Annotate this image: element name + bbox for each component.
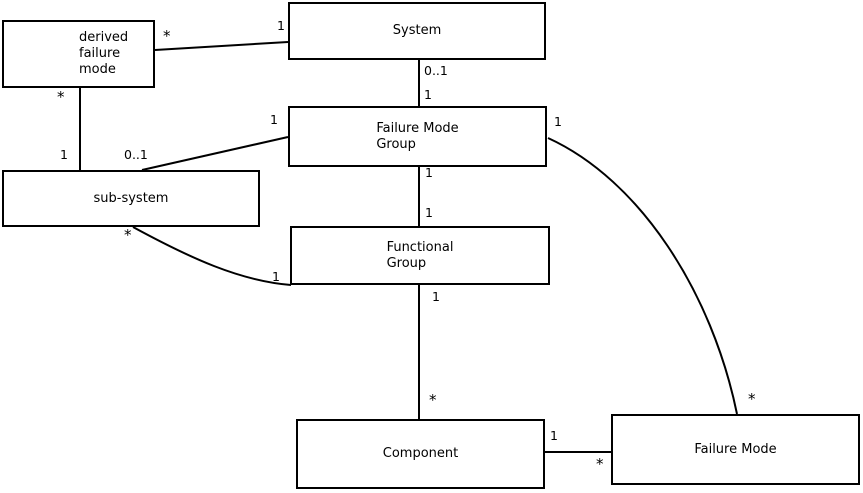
multiplicity-label-m-fm-component-star: * — [596, 455, 604, 473]
multiplicity-label-m-fmg-system-one: 1 — [424, 87, 432, 102]
association-sub-system--failure-mode-group — [141, 136, 289, 171]
class-box-component[interactable]: Component — [296, 419, 545, 489]
class-box-derived-failure-mode[interactable]: derived failure mode — [2, 20, 155, 88]
multiplicity-label-m-subsystem-fmg-zeroone: 0..1 — [124, 147, 148, 162]
multiplicity-label-m-subsystem-dfm-one: 1 — [60, 147, 68, 162]
multiplicity-label-m-fg-component-one: 1 — [432, 289, 440, 304]
class-box-label: Component — [382, 446, 459, 461]
class-box-label: Failure Mode — [694, 441, 777, 457]
class-box-label: System — [392, 23, 442, 38]
multiplicity-label-m-system-fmg-zeroone: 0..1 — [424, 63, 448, 78]
multiplicity-label-m-fg-fmg-one: 1 — [425, 205, 433, 220]
multiplicity-label-m-fmg-fg-one: 1 — [425, 165, 433, 180]
class-box-failure-mode-group[interactable]: Failure Mode Group — [288, 106, 547, 167]
class-box-label: Functional Group — [386, 239, 454, 271]
class-box-functional-group[interactable]: Functional Group — [290, 226, 550, 285]
multiplicity-label-m-fm-fmg-star: * — [748, 390, 756, 408]
multiplicity-label-m-dfm-system-star: * — [163, 27, 171, 45]
association-sub-system--functional-group — [132, 226, 292, 286]
multiplicity-label-m-fmg-subsystem-one: 1 — [270, 112, 278, 127]
multiplicity-label-m-subsystem-fg-star: * — [124, 226, 132, 244]
multiplicity-label-m-fg-subsystem-one: 1 — [272, 269, 280, 284]
multiplicity-label-m-component-fg-star: * — [429, 391, 437, 409]
class-box-system[interactable]: System — [288, 2, 546, 60]
association-failure-mode-group--failure-mode — [547, 137, 738, 415]
class-box-failure-mode[interactable]: Failure Mode — [611, 414, 860, 485]
class-box-sub-system[interactable]: sub-system — [2, 170, 260, 227]
multiplicity-label-m-fmg-fm-one: 1 — [554, 114, 562, 129]
multiplicity-label-m-system-dfm-one: 1 — [277, 18, 285, 33]
multiplicity-label-m-dfm-subsystem-star: * — [57, 88, 65, 106]
association-derived-failure-mode--system — [154, 41, 289, 51]
class-box-label: Failure Mode Group — [376, 120, 459, 152]
class-box-label: derived failure mode — [79, 30, 129, 77]
multiplicity-label-m-component-fm-one: 1 — [550, 428, 558, 443]
class-box-label: sub-system — [93, 190, 169, 206]
